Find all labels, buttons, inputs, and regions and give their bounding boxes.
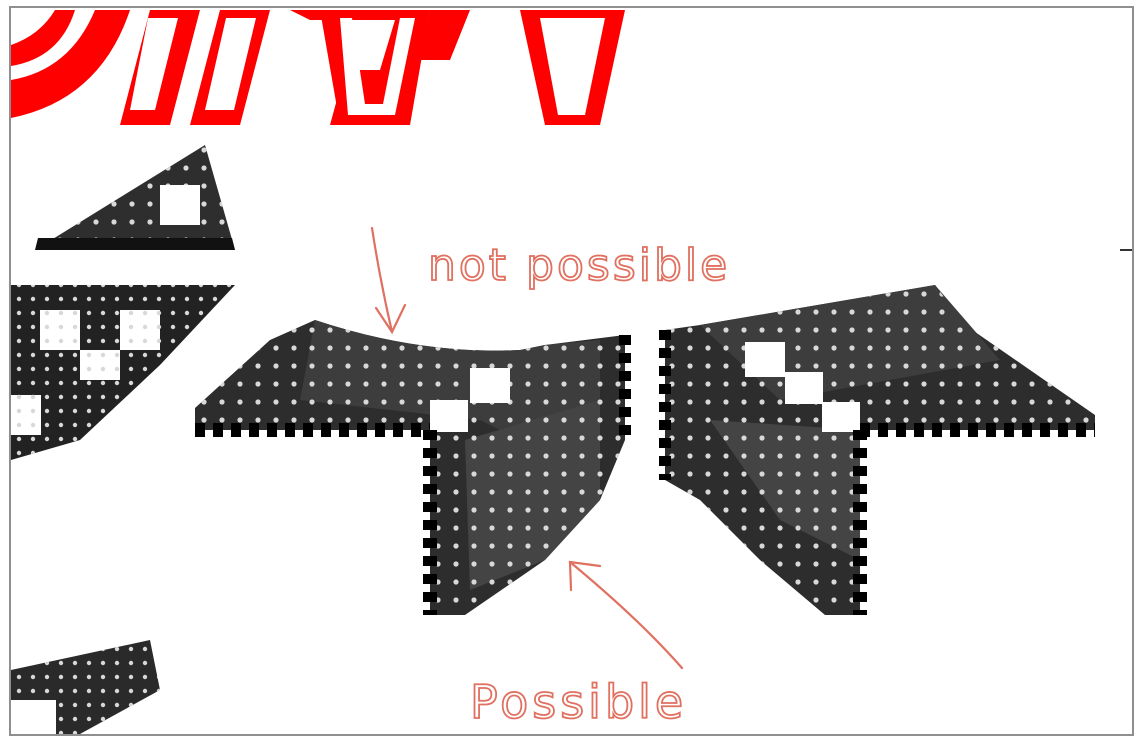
red-logo-fragment — [11, 10, 625, 125]
tile-piece-center-right — [665, 285, 1095, 615]
tile-fragment-bottom-left — [11, 640, 160, 734]
tile-piece-center-left — [195, 320, 625, 615]
annotation-possible: Possible — [470, 675, 687, 729]
annotation-not-possible: not possible — [428, 240, 730, 291]
down-arrow-icon — [372, 228, 405, 332]
tile-fragment-top-left — [35, 145, 235, 250]
up-left-arrow-icon — [570, 562, 682, 668]
